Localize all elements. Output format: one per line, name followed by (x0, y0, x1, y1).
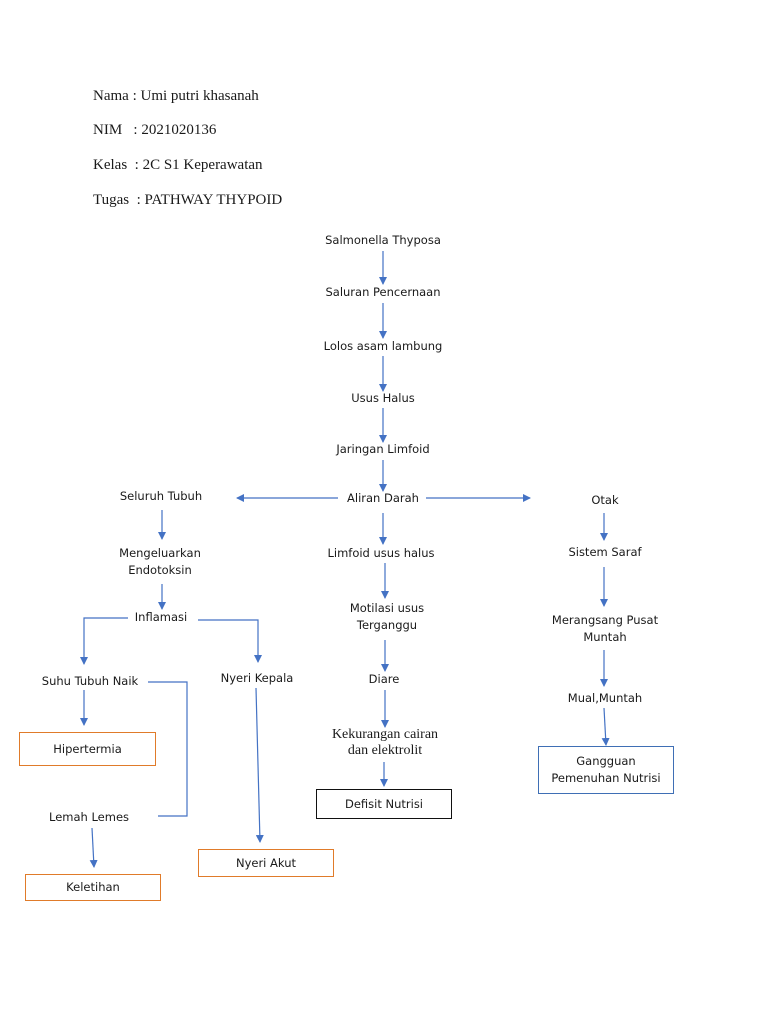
node-nyeri-kepala: Nyeri Kepala (220, 671, 294, 685)
node-merangsang-pusat-muntah: Merangsang Pusat Muntah (551, 613, 659, 644)
diagnosis-nyeri-akut: Nyeri Akut (198, 849, 334, 877)
node-salmonella: Salmonella Thyposa (325, 233, 441, 247)
diagnosis-hipertermia: Hipertermia (19, 732, 156, 766)
node-aliran-darah: Aliran Darah (347, 491, 419, 505)
node-mual-muntah: Mual,Muntah (567, 691, 643, 705)
student-class: Kelas : 2C S1 Keperawatan (93, 157, 263, 173)
node-lolos-asam-lambung: Lolos asam lambung (323, 339, 443, 353)
node-motilasi-usus: Motilasi usus Terganggu (349, 601, 425, 632)
assignment-title: Tugas : PATHWAY THYPOID (93, 192, 283, 208)
node-inflamasi: Inflamasi (134, 610, 188, 624)
node-limfoid-usus-halus: Limfoid usus halus (327, 546, 435, 560)
student-name: Nama : Umi putri khasanah (93, 88, 259, 104)
node-mengeluarkan-endotoksin: Mengeluarkan Endotoksin (119, 546, 201, 577)
node-suhu-tubuh-naik: Suhu Tubuh Naik (41, 674, 139, 688)
node-otak: Otak (591, 493, 619, 507)
node-kekurangan-cairan: Kekurangan cairan dan elektrolit (331, 727, 439, 758)
diagnosis-gangguan-nutrisi: Gangguan Pemenuhan Nutrisi (538, 746, 674, 794)
diagnosis-keletihan: Keletihan (25, 874, 161, 901)
student-nim: NIM : 2021020136 (93, 122, 217, 138)
node-seluruh-tubuh: Seluruh Tubuh (119, 489, 203, 503)
node-sistem-saraf: Sistem Saraf (568, 545, 642, 559)
node-jaringan-limfoid: Jaringan Limfoid (336, 442, 430, 456)
node-usus-halus: Usus Halus (351, 391, 415, 405)
node-lemah-lemes: Lemah Lemes (48, 810, 130, 824)
node-diare: Diare (368, 672, 400, 686)
node-saluran-pencernaan: Saluran Pencernaan (325, 285, 441, 299)
diagnosis-defisit-nutrisi: Defisit Nutrisi (316, 789, 452, 819)
